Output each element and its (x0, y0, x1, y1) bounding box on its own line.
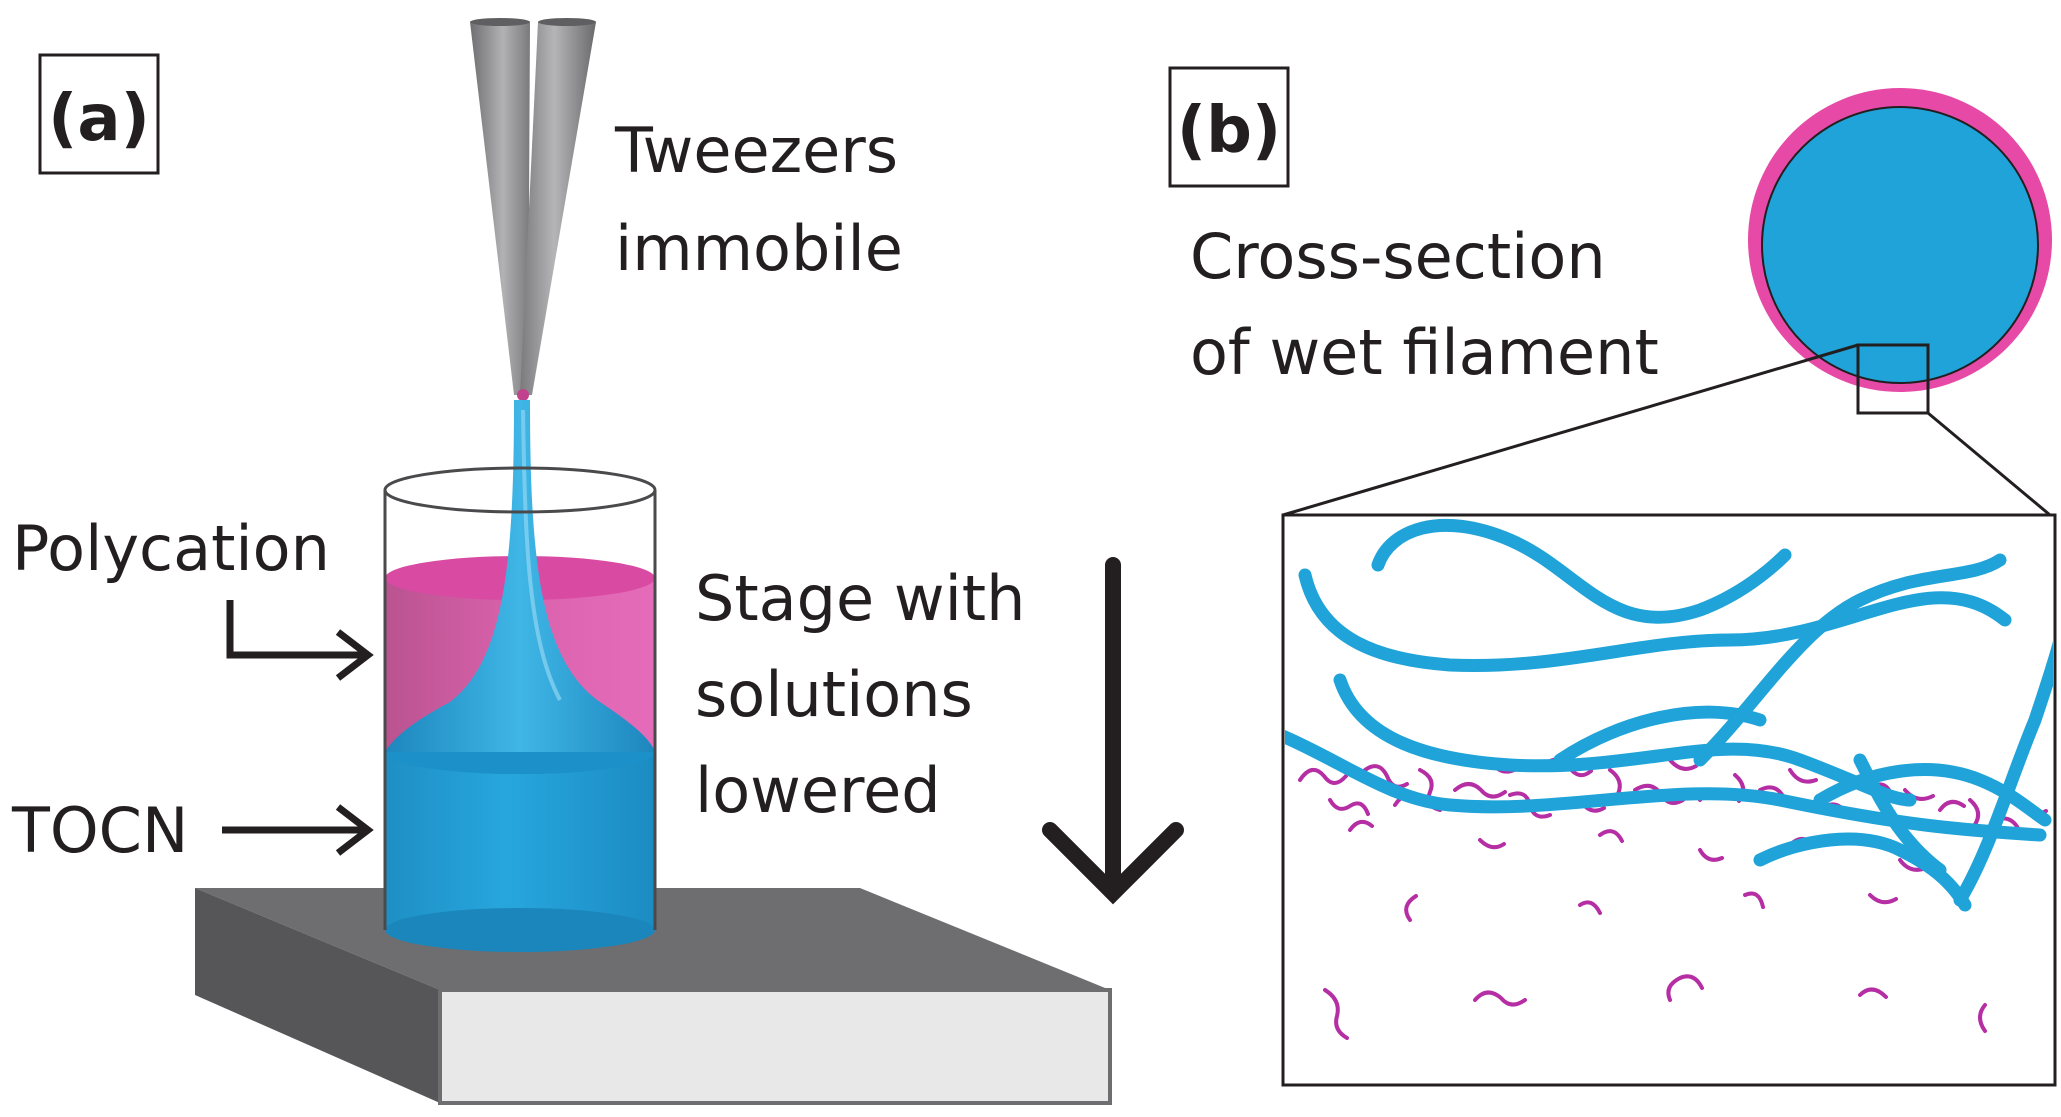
polycation-label: Polycation (12, 512, 330, 585)
tweezers (470, 18, 596, 401)
cross-section-label-line1: Cross-section (1190, 220, 1606, 293)
panel-b-tag: (b) (1177, 94, 1281, 168)
panel-b: (b) Cross-section of wet filament (1168, 66, 2057, 1087)
polycation-arrow (226, 600, 374, 681)
zoom-region-box (1856, 343, 1930, 415)
stage-down-arrow (1042, 557, 1184, 905)
magnified-inset (1281, 513, 2057, 1087)
stage-label-line3: lowered (695, 754, 941, 827)
tweezers-label-line1: Tweezers (614, 114, 898, 187)
tocn-solution (385, 730, 655, 952)
panel-a-tag-box (38, 53, 160, 175)
panel-a: (a) (11, 18, 1184, 1105)
zoom-line-left (1282, 343, 1859, 517)
tocn-arrow (222, 804, 374, 856)
filament-stream (385, 400, 655, 752)
tweezers-label-line2: immobile (615, 212, 903, 285)
cross-section-label-line2: of wet filament (1190, 316, 1659, 389)
zoom-line-right (1927, 411, 2051, 517)
panel-a-tag: (a) (48, 82, 150, 156)
beaker (383, 466, 657, 930)
stage-label-line1: Stage with (695, 562, 1025, 635)
stage-label-line2: solutions (695, 658, 973, 731)
panel-b-tag-box (1168, 66, 1290, 188)
tocn-label: TOCN (11, 794, 188, 867)
tocn-fibres (1285, 518, 2053, 912)
filament-cross-section (1748, 88, 2052, 392)
